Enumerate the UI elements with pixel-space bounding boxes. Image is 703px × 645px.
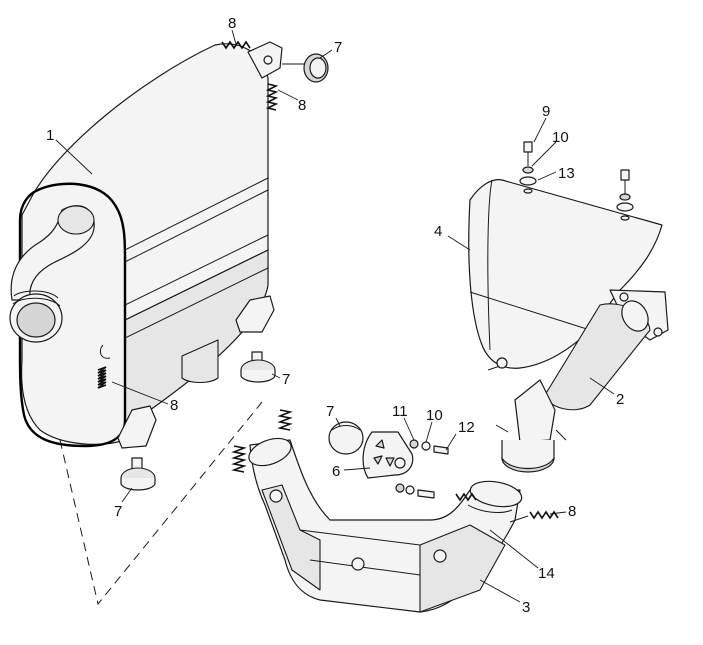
spring-front-left xyxy=(231,445,247,473)
muffler xyxy=(9,41,283,449)
callout-2: 2 xyxy=(616,391,624,408)
callout-8-right: 8 xyxy=(568,503,576,520)
spring-right xyxy=(509,510,559,523)
grommet-mid xyxy=(240,351,276,383)
grommet-plate xyxy=(328,421,364,455)
spring-top-b xyxy=(265,83,279,111)
callout-7-top: 7 xyxy=(334,39,342,56)
leader-lines xyxy=(55,29,615,603)
rear-pipe xyxy=(487,289,669,473)
callout-7-low: 7 xyxy=(114,503,122,520)
callout-12: 12 xyxy=(458,419,475,436)
bolt-left xyxy=(519,141,537,194)
callout-3: 3 xyxy=(522,599,530,616)
callout-10-mid: 10 xyxy=(426,407,443,424)
front-pipe xyxy=(248,437,523,613)
grommet-top xyxy=(282,53,329,83)
callout-10-top: 10 xyxy=(552,129,569,146)
callout-7-plate: 7 xyxy=(326,403,334,420)
callout-7-mid: 7 xyxy=(282,371,290,388)
callout-9: 9 xyxy=(542,103,550,120)
assembly-guide-line xyxy=(59,401,263,606)
callout-13: 13 xyxy=(558,165,575,182)
callout-8-top-b: 8 xyxy=(298,97,306,114)
callout-8-top-a: 8 xyxy=(228,15,236,32)
callout-11: 11 xyxy=(392,403,408,420)
grommet-low xyxy=(120,457,156,491)
spring-top-a xyxy=(221,40,251,50)
callout-6: 6 xyxy=(332,463,340,480)
bolt-right xyxy=(616,169,634,221)
heat-shield xyxy=(468,179,663,369)
spring-side xyxy=(97,366,107,389)
callout-1: 1 xyxy=(46,127,54,144)
bracket-plate xyxy=(362,431,414,479)
callout-14: 14 xyxy=(538,565,555,582)
spring-pipe-joint xyxy=(455,492,477,502)
spring-front-mid xyxy=(277,409,293,431)
hardware-upper xyxy=(409,439,449,455)
hardware-lower xyxy=(395,483,435,499)
callout-8-side: 8 xyxy=(170,397,178,414)
callout-4: 4 xyxy=(434,223,442,240)
